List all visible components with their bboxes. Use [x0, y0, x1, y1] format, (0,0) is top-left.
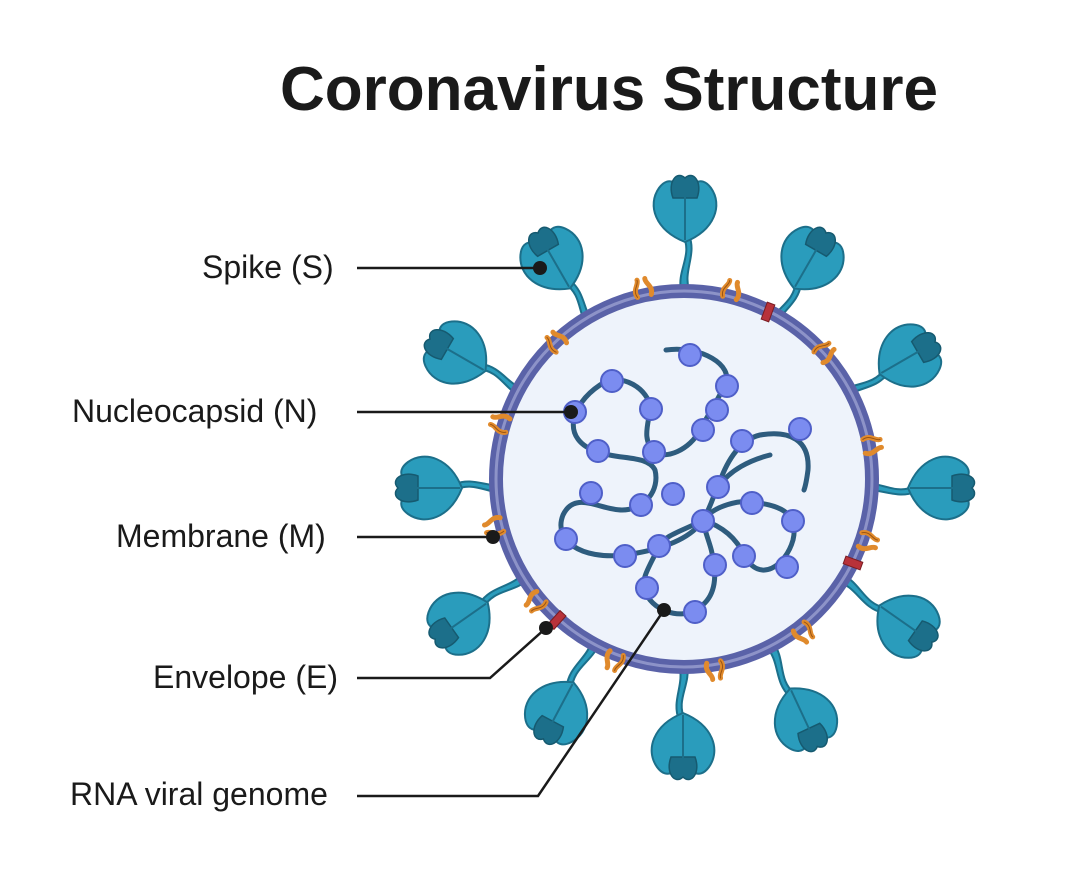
nucleocapsid-protein: [781, 509, 805, 533]
nucleocapsid-protein: [732, 544, 756, 568]
leader-envelope: [357, 627, 547, 680]
nucleocapsid-protein: [683, 600, 707, 624]
label-membrane: Membrane (M): [116, 518, 326, 554]
nucleocapsid-protein: [715, 374, 739, 398]
label-spike: Spike (S): [202, 249, 334, 285]
nucleocapsid-protein: [678, 343, 702, 367]
nucleocapsid-protein: [705, 398, 729, 422]
spike-protein: [650, 664, 716, 781]
nucleocapsid-proteins: [554, 343, 812, 624]
spike-protein: [652, 174, 718, 291]
nucleocapsid-protein: [788, 417, 812, 441]
nucleocapsid-protein: [579, 481, 603, 505]
leader-lines: [357, 266, 666, 798]
nucleocapsid-protein: [691, 418, 715, 442]
nucleocapsid-protein: [629, 493, 653, 517]
label-rna: RNA viral genome: [70, 776, 328, 812]
nucleocapsid-protein: [600, 369, 624, 393]
nucleocapsid-protein: [661, 482, 685, 506]
nucleocapsid-protein: [691, 509, 715, 533]
label-nucleocapsid: Nucleocapsid (N): [72, 393, 318, 429]
nucleocapsid-protein: [706, 475, 730, 499]
nucleocapsid-protein: [554, 527, 578, 551]
nucleocapsid-protein: [613, 544, 637, 568]
nucleocapsid-protein: [639, 397, 663, 421]
nucleocapsid-protein: [703, 553, 727, 577]
leader-rna: [357, 609, 666, 798]
label-envelope: Envelope (E): [153, 659, 338, 695]
page-title: Coronavirus Structure: [279, 55, 939, 124]
nucleocapsid-protein: [586, 439, 610, 463]
nucleocapsid-protein: [730, 429, 754, 453]
nucleocapsid-protein: [642, 440, 666, 464]
nucleocapsid-protein: [775, 555, 799, 579]
leader-dots: [486, 261, 671, 635]
nucleocapsid-protein: [647, 534, 671, 558]
nucleocapsid-protein: [740, 491, 764, 515]
nucleocapsid-protein: [635, 576, 659, 600]
